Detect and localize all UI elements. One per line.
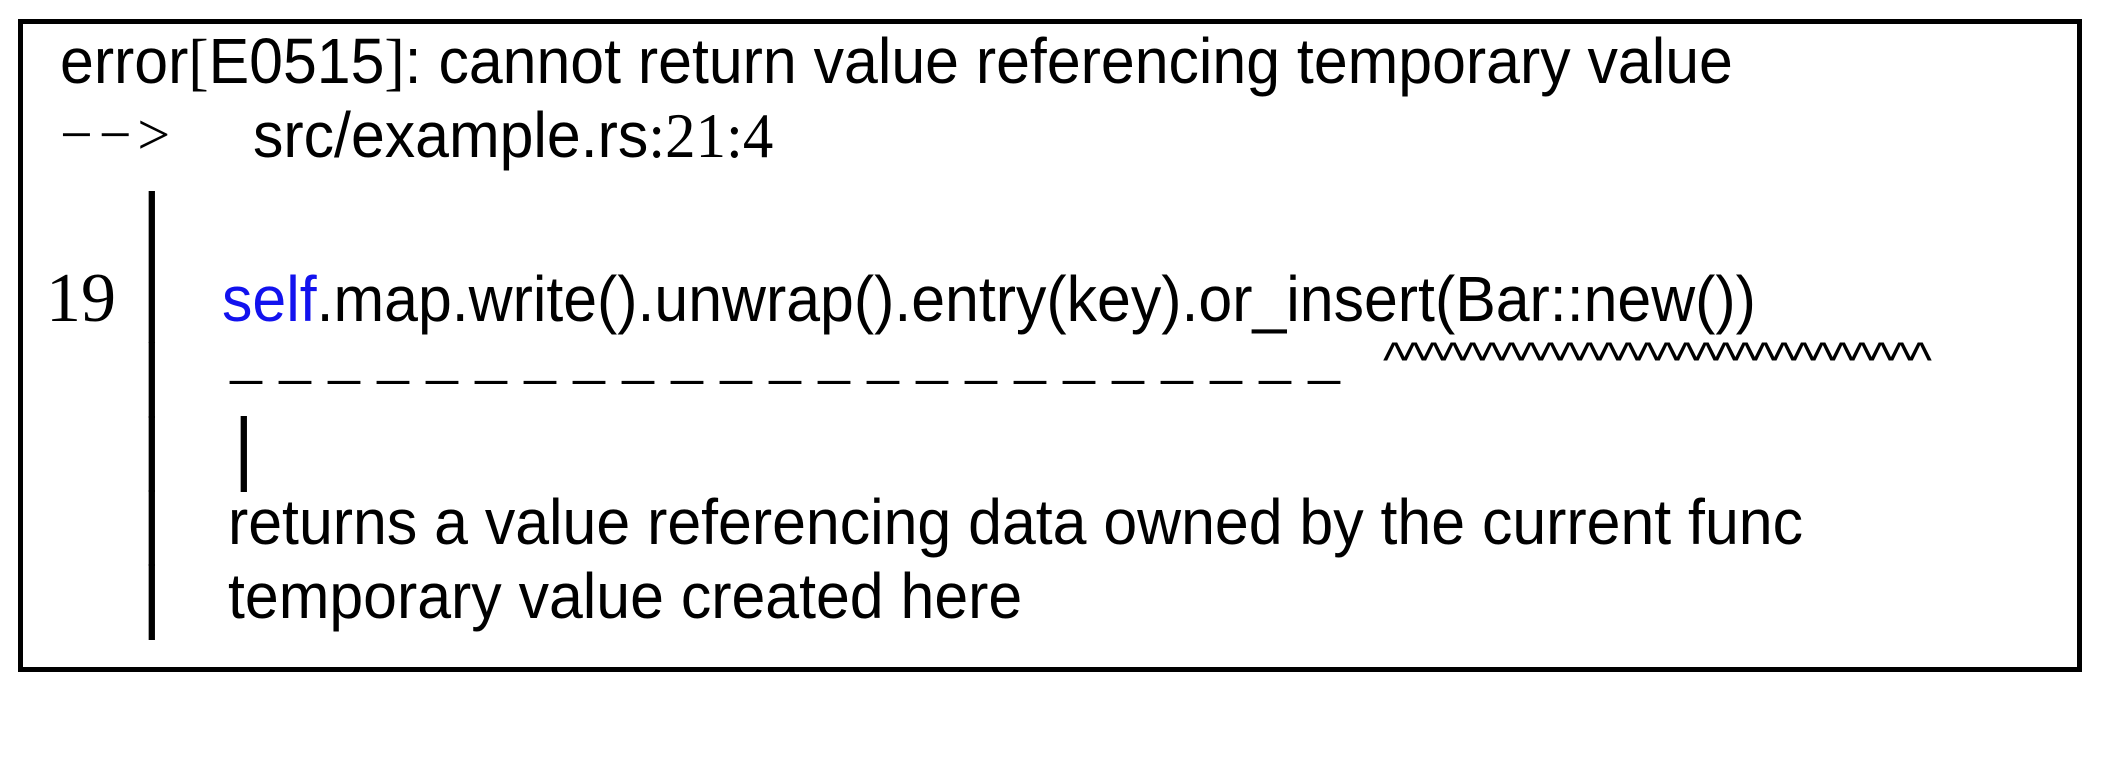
underline-dashes: ––––––––––––––––––––––– bbox=[230, 340, 1357, 411]
gutter-pipe: | bbox=[139, 477, 165, 566]
returns-label: returns a value referencing data owned b… bbox=[228, 486, 1803, 558]
location-path-wrap: src/example.rs:21:4 bbox=[253, 98, 801, 173]
returns-label-wrap: returns a value referencing data owned b… bbox=[228, 485, 1886, 559]
gutter-pipe: | bbox=[139, 254, 165, 343]
gutter-pipe: | bbox=[139, 403, 165, 492]
error-level: error bbox=[60, 25, 189, 97]
gutter-line-empty: | bbox=[0, 178, 2103, 267]
code-expression: .map.write().unwrap().entry(key).or_inse… bbox=[316, 263, 1756, 335]
underline-carets: ^^^^^^^^^^^^^^^^^^^^^^^^^^^^ bbox=[1383, 332, 1932, 388]
error-header-line: error[E0515]: cannot return value refere… bbox=[0, 24, 2103, 100]
error-box-frame bbox=[18, 19, 2082, 672]
line-col: :21:4 bbox=[648, 100, 774, 171]
self-keyword: self bbox=[222, 263, 317, 335]
code-text-wrap: self.map.write().unwrap().entry(key).or_… bbox=[222, 262, 1837, 336]
label-connector-line: | | bbox=[0, 403, 2103, 492]
returns-label-line: | returns a value referencing data owned… bbox=[0, 477, 2103, 566]
error-message: : cannot return value referencing tempor… bbox=[404, 25, 1733, 97]
gutter-pipe: | bbox=[139, 551, 165, 640]
error-header-text: error[E0515]: cannot return value refere… bbox=[60, 24, 1821, 99]
temp-label: temporary value created here bbox=[228, 560, 1023, 632]
location-line: −−> src/example.rs:21:4 bbox=[0, 98, 2103, 174]
bracket-open: [ bbox=[188, 26, 209, 97]
location-arrow: −−> bbox=[60, 102, 177, 167]
figure-canvas: { "figure": { "background": "#ffffff", "… bbox=[0, 19, 2103, 672]
label-connector-pipe: | bbox=[231, 403, 257, 492]
gutter-pipe: | bbox=[139, 178, 165, 267]
line-number: 19 bbox=[46, 260, 116, 337]
span-marker-line: | ––––––––––––––––––––––– ^^^^^^^^^^^^^^… bbox=[0, 329, 2103, 418]
bracket-close: ] bbox=[384, 26, 405, 97]
temp-label-wrap: temporary value created here bbox=[228, 559, 1064, 633]
gutter-pipe: | bbox=[139, 329, 165, 418]
file-path: src/example.rs bbox=[253, 99, 649, 171]
error-code: E0515 bbox=[208, 25, 385, 97]
temp-label-line: | temporary value created here bbox=[0, 551, 2103, 640]
code-line: 19 | self.map.write().unwrap().entry(key… bbox=[0, 254, 2103, 343]
